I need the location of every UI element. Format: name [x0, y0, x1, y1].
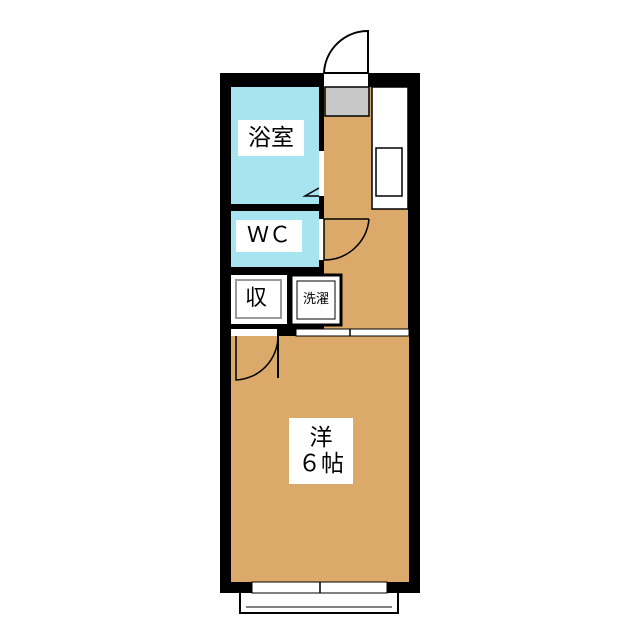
room-door-opening — [231, 329, 277, 336]
bathroom-label: 浴室 — [238, 120, 304, 156]
bathroom-label-text: 浴室 — [248, 124, 294, 151]
laundry-label: 洗濯 — [298, 289, 334, 311]
room-sliding-door — [295, 328, 410, 337]
shoe-cabinet — [324, 86, 370, 117]
toilet-label: ＷＣ — [236, 220, 302, 252]
entrance-door-swing — [322, 29, 369, 74]
storage-label: 収 — [238, 284, 274, 314]
toilet-door-swing — [323, 218, 370, 261]
kitchen-sink — [375, 147, 403, 197]
bath-door-mark — [302, 187, 320, 197]
storage-outline — [235, 279, 282, 319]
bath-door-opening — [319, 151, 324, 196]
balcony-railing — [239, 593, 399, 614]
western-room-type: 洋 — [309, 424, 333, 451]
entrance-opening — [324, 73, 368, 87]
western-room-size: ６帖 — [298, 451, 344, 477]
laundry-label-text: 洗濯 — [302, 291, 329, 307]
western-room-label: 洋 ６帖 — [289, 418, 353, 484]
toilet-door-opening — [319, 219, 324, 260]
toilet-label-text: ＷＣ — [246, 223, 291, 249]
storage-label-text: 収 — [244, 286, 267, 312]
laundry-inner — [296, 280, 336, 320]
